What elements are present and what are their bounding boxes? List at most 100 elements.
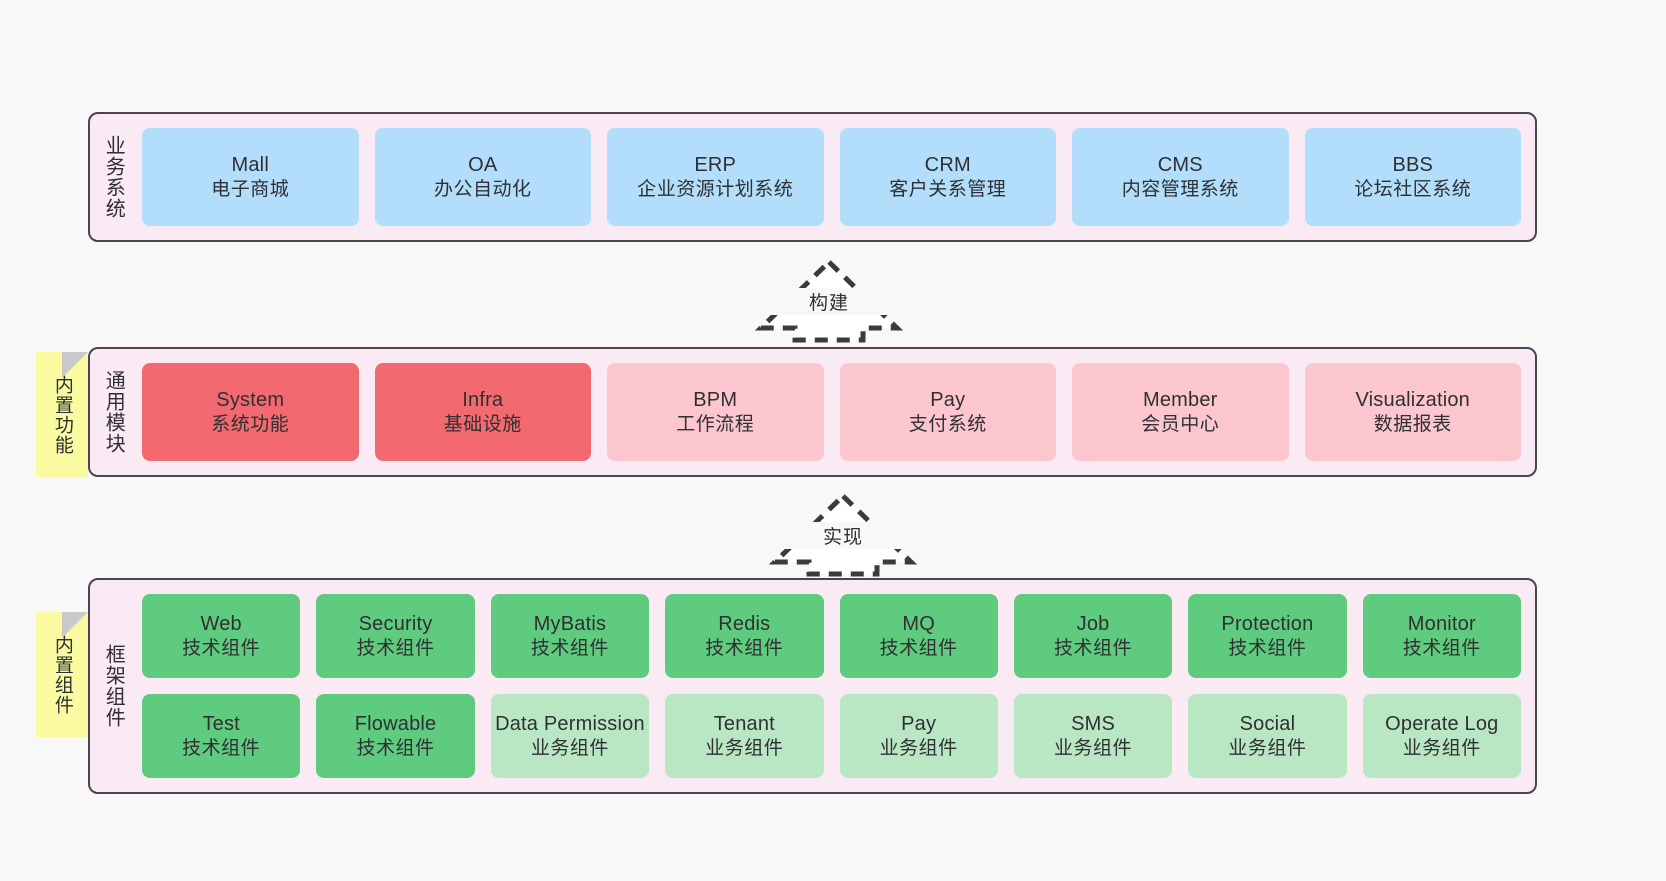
node-crm-cn: 客户关系管理 bbox=[889, 178, 1007, 200]
node-operate-log-cn: 业务组件 bbox=[1402, 737, 1481, 759]
node-pay-module[interactable]: Pay 支付系统 bbox=[839, 363, 1056, 461]
node-member-cn: 会员中心 bbox=[1141, 413, 1220, 435]
node-pay-component-en: Pay bbox=[901, 712, 937, 735]
node-web[interactable]: Web 技术组件 bbox=[142, 594, 301, 678]
layer-framework-components-title: 框架组件 bbox=[102, 644, 125, 728]
node-system-en: System bbox=[216, 388, 285, 411]
node-operate-log-en: Operate Log bbox=[1385, 712, 1499, 735]
node-pay-component-cn: 业务组件 bbox=[879, 737, 958, 759]
node-mybatis[interactable]: MyBatis 技术组件 bbox=[490, 594, 650, 678]
node-erp[interactable]: ERP 企业资源计划系统 bbox=[607, 128, 824, 226]
node-data-permission[interactable]: Data Permission 业务组件 bbox=[490, 694, 650, 778]
node-social[interactable]: Social 业务组件 bbox=[1188, 694, 1347, 778]
node-pay-module-cn: 支付系统 bbox=[908, 413, 987, 435]
node-erp-en: ERP bbox=[694, 153, 737, 176]
node-redis-cn: 技术组件 bbox=[705, 637, 784, 659]
note-builtin-component-label: 内置组件 bbox=[51, 634, 73, 715]
node-mybatis-en: MyBatis bbox=[533, 612, 607, 635]
node-mall[interactable]: Mall 电子商城 bbox=[142, 128, 359, 226]
node-cms[interactable]: CMS 内容管理系统 bbox=[1072, 128, 1289, 226]
node-mybatis-cn: 技术组件 bbox=[530, 637, 609, 659]
node-visualization-en: Visualization bbox=[1355, 388, 1471, 411]
node-monitor-cn: 技术组件 bbox=[1402, 637, 1481, 659]
node-flowable-en: Flowable bbox=[354, 712, 437, 735]
layer-business-systems[interactable]: 业务系统 Mall 电子商城 OA 办公自动化 ERP 企业资源计划系统 CRM… bbox=[88, 112, 1537, 242]
node-bpm-en: BPM bbox=[693, 388, 738, 411]
node-cms-cn: 内容管理系统 bbox=[1121, 178, 1239, 200]
node-infra-cn: 基础设施 bbox=[443, 413, 522, 435]
node-flowable[interactable]: Flowable 技术组件 bbox=[316, 694, 475, 778]
node-protection-en: Protection bbox=[1221, 612, 1314, 635]
node-operate-log[interactable]: Operate Log 业务组件 bbox=[1362, 694, 1521, 778]
layer-framework-components[interactable]: 框架组件 Web 技术组件 Security 技术组件 MyBatis 技术组件 bbox=[88, 578, 1537, 794]
node-pay-module-en: Pay bbox=[930, 388, 966, 411]
node-pay-component[interactable]: Pay 业务组件 bbox=[839, 694, 998, 778]
node-test[interactable]: Test 技术组件 bbox=[142, 694, 301, 778]
node-web-en: Web bbox=[200, 612, 242, 635]
node-security-en: Security bbox=[358, 612, 433, 635]
node-sms[interactable]: SMS 业务组件 bbox=[1013, 694, 1173, 778]
node-bbs-en: BBS bbox=[1392, 153, 1434, 176]
node-mq-en: MQ bbox=[902, 612, 935, 635]
node-social-en: Social bbox=[1239, 712, 1296, 735]
row-business: Mall 电子商城 OA 办公自动化 ERP 企业资源计划系统 CRM 客户关系… bbox=[142, 128, 1521, 226]
node-bpm[interactable]: BPM 工作流程 bbox=[607, 363, 824, 461]
node-monitor-en: Monitor bbox=[1407, 612, 1476, 635]
node-tenant-cn: 业务组件 bbox=[705, 737, 784, 759]
node-oa[interactable]: OA 办公自动化 bbox=[374, 128, 591, 226]
framework-grid: Web 技术组件 Security 技术组件 MyBatis 技术组件 Redi… bbox=[142, 594, 1521, 778]
row-business-components: Test 技术组件 Flowable 技术组件 Data Permission … bbox=[142, 694, 1521, 778]
node-protection[interactable]: Protection 技术组件 bbox=[1188, 594, 1347, 678]
connector-implement-label: 实现 bbox=[770, 522, 916, 549]
node-infra[interactable]: Infra 基础设施 bbox=[374, 363, 591, 461]
node-mq[interactable]: MQ 技术组件 bbox=[839, 594, 998, 678]
node-visualization-cn: 数据报表 bbox=[1373, 413, 1452, 435]
node-member-en: Member bbox=[1142, 388, 1218, 411]
node-bbs-cn: 论坛社区系统 bbox=[1354, 178, 1472, 200]
node-crm-en: CRM bbox=[924, 153, 971, 176]
node-test-cn: 技术组件 bbox=[182, 737, 261, 759]
node-monitor[interactable]: Monitor 技术组件 bbox=[1362, 594, 1521, 678]
node-member[interactable]: Member 会员中心 bbox=[1072, 363, 1289, 461]
node-mq-cn: 技术组件 bbox=[879, 637, 958, 659]
node-social-cn: 业务组件 bbox=[1228, 737, 1307, 759]
node-job-en: Job bbox=[1076, 612, 1110, 635]
node-flowable-cn: 技术组件 bbox=[356, 737, 435, 759]
node-data-permission-cn: 业务组件 bbox=[530, 737, 609, 759]
node-mall-cn: 电子商城 bbox=[211, 178, 290, 200]
node-infra-en: Infra bbox=[462, 388, 504, 411]
node-mall-en: Mall bbox=[231, 153, 269, 176]
node-web-cn: 技术组件 bbox=[182, 637, 261, 659]
layer-common-modules-title: 通用模块 bbox=[102, 370, 125, 454]
node-system[interactable]: System 系统功能 bbox=[142, 363, 359, 461]
node-oa-cn: 办公自动化 bbox=[433, 178, 532, 200]
connector-build: 构建 bbox=[754, 258, 904, 344]
row-tech-components: Web 技术组件 Security 技术组件 MyBatis 技术组件 Redi… bbox=[142, 594, 1521, 678]
layer-business-systems-body: Mall 电子商城 OA 办公自动化 ERP 企业资源计划系统 CRM 客户关系… bbox=[136, 114, 1535, 240]
node-protection-cn: 技术组件 bbox=[1228, 637, 1307, 659]
node-visualization[interactable]: Visualization 数据报表 bbox=[1304, 363, 1521, 461]
note-builtin-function[interactable]: 内置功能 bbox=[36, 352, 88, 477]
node-system-cn: 系统功能 bbox=[211, 413, 290, 435]
node-bbs[interactable]: BBS 论坛社区系统 bbox=[1304, 128, 1521, 226]
node-sms-en: SMS bbox=[1071, 712, 1116, 735]
node-redis[interactable]: Redis 技术组件 bbox=[665, 594, 824, 678]
layer-common-modules-body: System 系统功能 Infra 基础设施 BPM 工作流程 Pay 支付系统… bbox=[136, 349, 1535, 475]
layer-common-modules[interactable]: 通用模块 System 系统功能 Infra 基础设施 BPM 工作流程 Pay… bbox=[88, 347, 1537, 477]
note-builtin-component[interactable]: 内置组件 bbox=[36, 612, 88, 737]
connector-implement: 实现 bbox=[768, 492, 918, 578]
node-crm[interactable]: CRM 客户关系管理 bbox=[839, 128, 1056, 226]
node-data-permission-en: Data Permission bbox=[495, 712, 645, 735]
node-redis-en: Redis bbox=[718, 612, 771, 635]
node-oa-en: OA bbox=[468, 153, 498, 176]
row-modules: System 系统功能 Infra 基础设施 BPM 工作流程 Pay 支付系统… bbox=[142, 363, 1521, 461]
node-job-cn: 技术组件 bbox=[1054, 637, 1133, 659]
node-bpm-cn: 工作流程 bbox=[676, 413, 755, 435]
node-tenant[interactable]: Tenant 业务组件 bbox=[665, 694, 824, 778]
node-test-en: Test bbox=[202, 712, 240, 735]
node-erp-cn: 企业资源计划系统 bbox=[637, 178, 794, 200]
node-job[interactable]: Job 技术组件 bbox=[1013, 594, 1173, 678]
node-security[interactable]: Security 技术组件 bbox=[316, 594, 475, 678]
node-tenant-en: Tenant bbox=[713, 712, 775, 735]
